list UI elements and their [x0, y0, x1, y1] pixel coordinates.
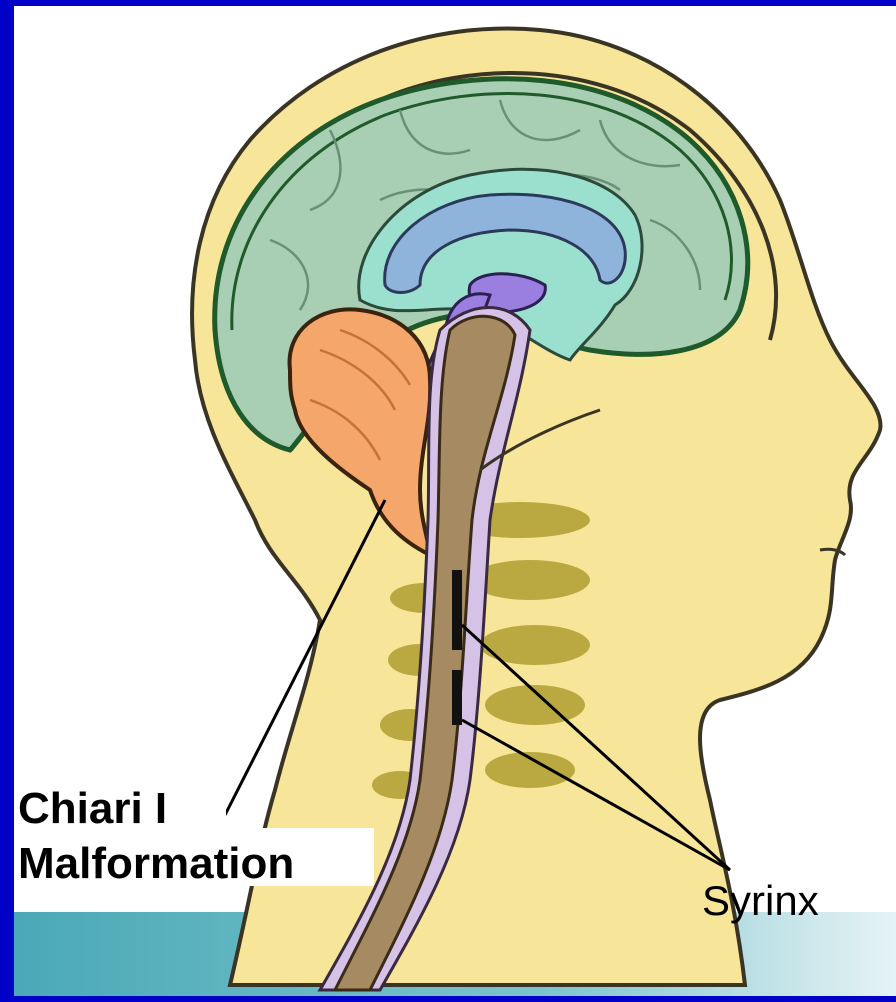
syrinx-upper	[452, 570, 462, 650]
syrinx	[452, 570, 462, 725]
vertebra-5	[480, 625, 590, 665]
chiari-label-line2: Malformation	[18, 839, 294, 888]
syrinx-lower	[452, 670, 462, 725]
syrinx-label: Syrinx	[702, 877, 819, 924]
chiari-label-line1: Chiari I	[18, 784, 167, 833]
